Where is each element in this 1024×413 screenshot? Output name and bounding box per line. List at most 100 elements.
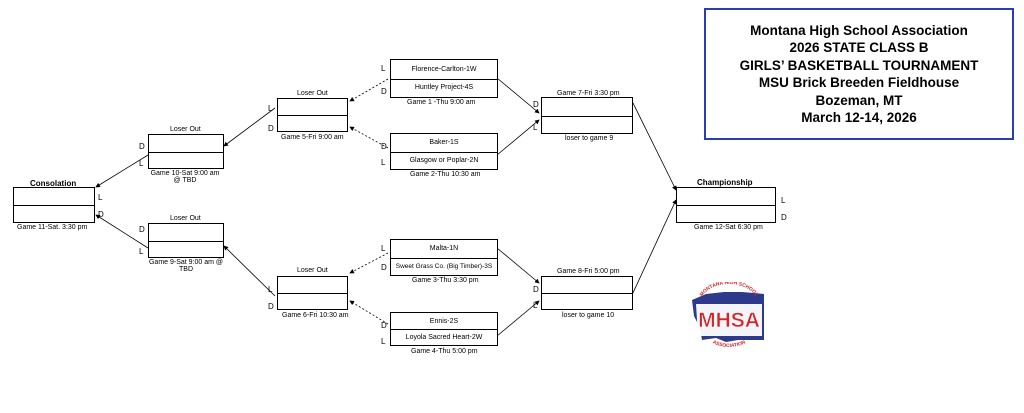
title-line-5: Bozeman, MT xyxy=(815,92,903,108)
game-8-caption: loser to game 10 xyxy=(562,312,615,319)
connector-g10-g11 xyxy=(95,154,149,188)
game-7-slot-1 xyxy=(542,98,632,117)
game-10-side-1: D xyxy=(139,142,145,151)
game-5-heading: Loser Out xyxy=(297,90,328,97)
game-2-box: Baker-1S Glasgow or Poplar-2N xyxy=(390,133,498,170)
game-1-team-2: Huntley Project-4S xyxy=(414,84,474,92)
game-1-side-2: D xyxy=(381,87,387,96)
game-9-caption: Game 9-Sat 9:00 am @ TBD xyxy=(143,259,229,273)
game-6-heading: Loser Out xyxy=(297,267,328,274)
connector-g5-g10 xyxy=(223,107,276,147)
game-1-caption: Game 1 -Thu 9:00 am xyxy=(407,99,476,106)
connector-g2-g7 xyxy=(496,119,540,156)
game-6-slot-2 xyxy=(278,293,347,309)
game-11-slot-1 xyxy=(14,188,94,206)
game-11-side-1: L xyxy=(98,193,103,202)
game-8-box xyxy=(541,276,633,310)
game-11-heading: Consolation xyxy=(30,179,77,188)
game-4-team-1: Ennis-2S xyxy=(391,313,497,330)
title-line-2: 2026 STATE CLASS B xyxy=(789,40,929,55)
mhsa-logo: MONTANA HIGH SCHOOL MHSA ASSOCIATION xyxy=(692,282,764,349)
game-10-caption: Game 10-Sat 9:00 am @ TBD xyxy=(145,170,225,184)
game-9-slot-2 xyxy=(149,241,223,258)
game-5-box xyxy=(277,98,348,132)
game-1-team-1: Florence-Carlton-1W xyxy=(391,60,497,80)
game-8-side-1: D xyxy=(533,285,539,294)
title-line-1: Montana High School Association xyxy=(750,22,968,38)
game-7-box xyxy=(541,97,633,134)
connector-g8-g12 xyxy=(631,199,677,296)
game-4-team-2: Loyola Sacred Heart-2W xyxy=(405,333,483,341)
game-3-side-2: D xyxy=(381,263,387,272)
connector-g3-loser xyxy=(349,252,389,274)
game-12-slot-1 xyxy=(677,188,775,206)
game-9-caption-line-2: TBD xyxy=(179,266,193,273)
game-3-side-1: L xyxy=(381,244,386,253)
game-3-caption: Game 3-Thu 3:30 pm xyxy=(412,277,479,284)
svg-text:ASSOCIATION: ASSOCIATION xyxy=(712,339,747,349)
game-8-slot-2 xyxy=(542,293,632,309)
game-10-slot-2 xyxy=(149,152,223,169)
tournament-title-box: Montana High School Association 2026 STA… xyxy=(704,8,1014,140)
game-2-side-1: D xyxy=(381,142,387,151)
connector-g2-loser xyxy=(349,126,389,149)
game-7-caption: loser to game 9 xyxy=(565,135,614,142)
game-9-side-2: L xyxy=(139,247,144,256)
game-6-side-2: D xyxy=(268,302,274,311)
game-6-caption: Game 6-Fri 10:30 am xyxy=(282,312,349,319)
connector-g4-g8 xyxy=(496,300,540,337)
game-5-slot-1 xyxy=(278,99,347,116)
logo-main-text: MHSA xyxy=(698,309,760,332)
game-5-side-1: L xyxy=(268,104,273,113)
game-9-slot-1 xyxy=(149,224,223,242)
game-10-heading: Loser Out xyxy=(170,126,201,133)
game-9-box xyxy=(148,223,224,258)
game-6-side-1: L xyxy=(268,285,273,294)
game-2-caption: Game 2-Thu 10:30 am xyxy=(410,171,481,178)
game-5-side-2: D xyxy=(268,124,274,133)
game-7-slot-2 xyxy=(542,116,632,134)
game-11-caption: Game 11-Sat. 3:30 pm xyxy=(17,224,88,231)
game-2-team-1: Baker-1S xyxy=(391,134,497,153)
game-2-team-2: Glasgow or Poplar-2N xyxy=(409,156,479,164)
title-line-4: MSU Brick Breeden Fieldhouse xyxy=(758,75,960,90)
game-11-slot-2 xyxy=(14,205,94,222)
game-3-team-2: Sweet Grass Co. (Big Timber)-3S xyxy=(395,262,493,270)
connector-g7-g12 xyxy=(631,100,677,191)
game-1-box: Florence-Carlton-1W Huntley Project-4S xyxy=(390,59,498,98)
game-10-caption-line-2: @ TBD xyxy=(173,177,197,184)
game-6-box xyxy=(277,276,348,310)
game-4-side-1: D xyxy=(381,321,387,330)
connector-g6-g9 xyxy=(223,245,276,297)
game-9-caption-line-1: Game 9-Sat 9:00 am @ xyxy=(148,259,224,266)
game-9-side-1: D xyxy=(139,225,145,234)
title-line-3: GIRLS’ BASKETBALL TOURNAMENT xyxy=(739,57,979,73)
game-4-side-2: L xyxy=(381,337,386,346)
connector-g3-g8 xyxy=(496,247,540,284)
game-6-slot-1 xyxy=(278,277,347,294)
game-12-heading: Championship xyxy=(697,178,753,187)
game-8-slot-1 xyxy=(542,277,632,294)
connector-g1-loser xyxy=(349,78,389,102)
game-9-heading: Loser Out xyxy=(170,215,201,222)
game-5-slot-2 xyxy=(278,115,347,131)
game-1-side-1: L xyxy=(381,64,386,73)
game-12-caption: Game 12-Sat 6:30 pm xyxy=(694,224,763,231)
title-line-6: March 12-14, 2026 xyxy=(801,110,917,125)
game-8-heading: Game 8-Fri 5:00 pm xyxy=(557,268,620,275)
connector-g4-loser xyxy=(349,300,389,325)
game-2-side-2: L xyxy=(381,158,386,167)
game-7-heading: Game 7-Fri 3:30 pm xyxy=(557,90,620,97)
game-10-side-2: L xyxy=(139,159,144,168)
game-3-team-1: Malta-1N xyxy=(391,240,497,259)
game-12-side-2: D xyxy=(781,213,787,222)
game-7-side-2: L xyxy=(533,123,538,132)
game-12-side-1: L xyxy=(781,196,786,205)
logo-sub-text: ASSOCIATION xyxy=(712,339,747,349)
game-4-caption: Game 4-Thu 5:00 pm xyxy=(411,348,478,355)
game-11-side-2: D xyxy=(98,210,104,219)
game-10-slot-1 xyxy=(149,135,223,153)
game-8-side-2: L xyxy=(533,301,538,310)
game-4-box: Ennis-2S Loyola Sacred Heart-2W xyxy=(390,312,498,346)
